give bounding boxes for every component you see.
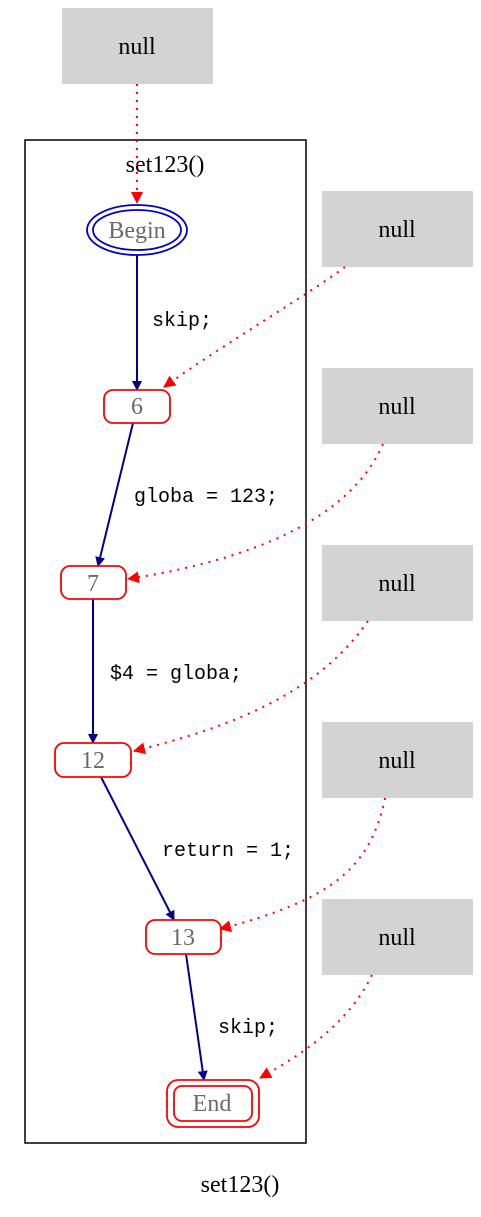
begin-node: Begin <box>86 204 188 256</box>
graph-caption: set123() <box>201 1172 280 1198</box>
svg-text:null: null <box>378 217 416 243</box>
node-13: 13 <box>145 919 222 955</box>
svg-text:null: null <box>378 748 416 774</box>
null-node-end: null <box>322 899 473 975</box>
svg-text:null: null <box>118 34 156 60</box>
data-edge-null-end <box>259 974 373 1079</box>
data-edge-null-12 <box>133 620 369 755</box>
node-7: 7 <box>60 565 127 600</box>
end-node: End <box>166 1079 260 1128</box>
svg-text:null: null <box>378 571 416 597</box>
svg-text:7: 7 <box>87 571 99 597</box>
null-node-top: null <box>62 8 213 84</box>
null-node-12: null <box>322 545 473 621</box>
svg-text:12: 12 <box>81 748 105 774</box>
edge-label-begin-6: skip; <box>152 310 212 333</box>
svg-text:6: 6 <box>131 394 143 420</box>
data-edge-null-7 <box>127 443 384 584</box>
null-node-6: null <box>322 191 473 267</box>
cluster-label: set123() <box>126 152 205 178</box>
null-node-7: null <box>322 368 473 444</box>
flow-edge-13-end <box>185 953 208 1081</box>
svg-text:End: End <box>193 1091 232 1117</box>
flow-edge-12-13 <box>100 776 175 921</box>
node-6: 6 <box>103 389 171 424</box>
edge-label-6-7: globa = 123; <box>134 486 278 509</box>
svg-text:13: 13 <box>171 925 195 951</box>
data-edge-null-13 <box>219 797 386 932</box>
cluster-box <box>24 139 307 1144</box>
svg-text:Begin: Begin <box>108 218 165 244</box>
edge-label-12-13: return = 1; <box>162 840 294 863</box>
edge-label-13-end: skip; <box>218 1017 278 1040</box>
svg-text:null: null <box>378 925 416 951</box>
flow-edge-6-7 <box>95 422 134 567</box>
node-12: 12 <box>54 742 132 778</box>
svg-text:null: null <box>378 394 416 420</box>
null-node-13: null <box>322 722 473 798</box>
edge-label-7-12: $4 = globa; <box>110 663 242 686</box>
